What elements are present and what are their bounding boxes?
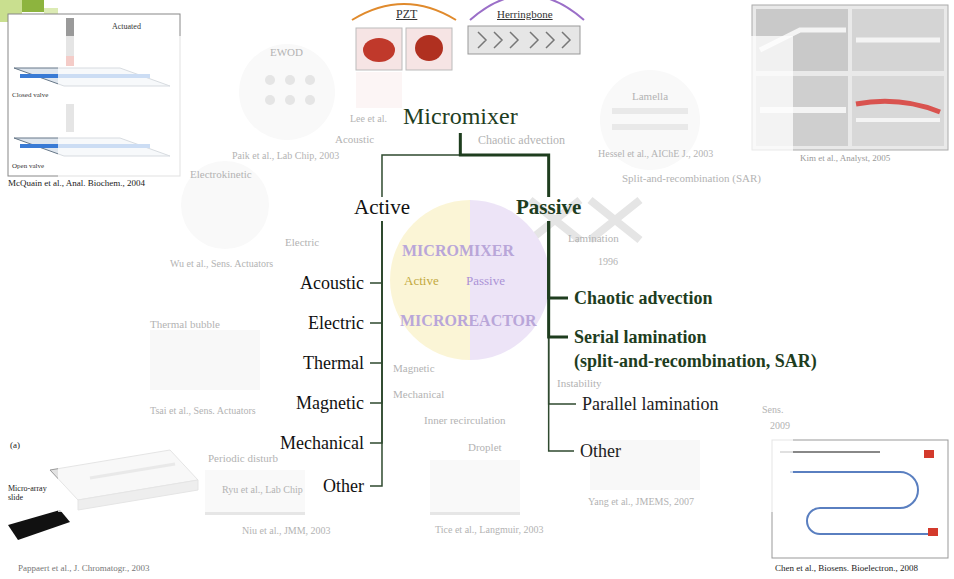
tree-connector: [549, 221, 574, 451]
method-term: Acoustic: [298, 271, 366, 295]
caption-label: Chen et al., Biosens. Bioelectron., 2008: [775, 563, 918, 573]
caption-label: Open valve: [12, 162, 44, 170]
caption-label: Inner recirculation: [424, 414, 506, 427]
category-term: Active: [352, 194, 412, 220]
caption-label: Niu et al., JMM, 2003: [242, 525, 331, 537]
term-text: Parallel lamination: [582, 392, 718, 416]
tree-connector: [370, 221, 382, 283]
caption-label: Lamella: [632, 90, 668, 103]
caption-label: Kim et al., Analyst, 2005: [800, 153, 890, 163]
caption-label: Closed valve: [12, 91, 48, 99]
caption-label: Micro-array slide: [8, 484, 54, 502]
method-term: Thermal: [301, 351, 366, 375]
method-term: Parallel lamination: [580, 392, 720, 416]
caption-label: Magnetic: [393, 362, 435, 375]
tree-connector: [370, 221, 382, 486]
caption-label: Thermal bubble: [150, 318, 220, 331]
method-term: Mechanical: [278, 431, 366, 455]
caption-label: Wu et al., Sens. Actuators: [170, 258, 273, 270]
term-text: Other: [323, 474, 364, 498]
caption-label: Acoustic: [335, 133, 374, 146]
tree-connector: [549, 221, 568, 337]
caption-label: Periodic disturb: [208, 452, 278, 465]
caption-label: Mechanical: [393, 388, 444, 401]
caption-label: Yang et al., JMEMS, 2007: [588, 496, 694, 508]
caption-label: Droplet: [468, 441, 502, 454]
term-text: Micromixer: [403, 102, 518, 131]
caption-label: Passive: [466, 274, 505, 289]
caption-label: McQuain et al., Anal. Biochem., 2004: [8, 178, 145, 188]
caption-label: Lamination: [568, 232, 619, 245]
method-term: Other: [578, 439, 623, 463]
tree-connector: [549, 221, 568, 298]
term-text: Serial lamination (split-and-recombinati…: [574, 325, 817, 373]
caption-label: Paik et al., Lab Chip, 2003: [232, 150, 339, 162]
term-text: Active: [354, 194, 410, 220]
term-text: Mechanical: [280, 431, 364, 455]
tree-connector: [549, 221, 576, 404]
caption-label: MICROREACTOR: [400, 312, 537, 330]
caption-label: Instability: [557, 377, 602, 390]
caption-label: Actuated: [112, 22, 141, 31]
tree-connector: [370, 221, 382, 323]
method-term: Other: [321, 474, 366, 498]
tree-connector: [382, 133, 460, 197]
term-text: Thermal: [303, 351, 364, 375]
method-term: Magnetic: [294, 391, 366, 415]
caption-label: Hessel et al., AIChE J., 2003: [598, 148, 713, 160]
caption-label: Ryu et al., Lab Chip: [222, 484, 303, 496]
method-term: Electric: [306, 311, 366, 335]
caption-label: (a): [10, 440, 20, 450]
term-text: Chaotic advection: [574, 286, 713, 310]
caption-label: Electrokinetic: [190, 168, 252, 181]
caption-label: Herringbone: [497, 8, 553, 21]
term-text: Magnetic: [296, 391, 364, 415]
caption-label: Tice et al., Langmuir, 2003: [435, 524, 543, 536]
caption-label: 1996: [598, 256, 618, 268]
term-text: Passive: [516, 194, 581, 220]
term-text: Other: [580, 439, 621, 463]
caption-label: Electric: [285, 236, 319, 249]
tree-connector: [370, 221, 382, 363]
root-term: Micromixer: [401, 102, 520, 131]
caption-label: Split-and-recombination (SAR): [622, 172, 761, 185]
caption-label: Chaotic advection: [478, 134, 565, 148]
caption-label: PZT: [396, 8, 417, 22]
caption-label: Tsai et al., Sens. Actuators: [150, 405, 256, 417]
caption-label: MICROMIXER: [402, 242, 514, 260]
caption-label: EWOD: [270, 46, 303, 59]
method-term: Serial lamination (split-and-recombinati…: [572, 325, 819, 373]
caption-label: 2009: [770, 420, 790, 432]
method-term: Chaotic advection: [572, 286, 715, 310]
category-term: Passive: [514, 194, 583, 220]
caption-label: Active: [404, 274, 439, 289]
tree-connector: [370, 221, 382, 403]
caption-label: Lee et al.: [350, 113, 387, 125]
tree-connector: [370, 221, 382, 443]
caption-label: Sens.: [762, 404, 783, 416]
term-text: Acoustic: [300, 271, 364, 295]
caption-label: Pappaert et al., J. Chromatogr., 2003: [18, 563, 149, 573]
term-text: Electric: [308, 311, 364, 335]
